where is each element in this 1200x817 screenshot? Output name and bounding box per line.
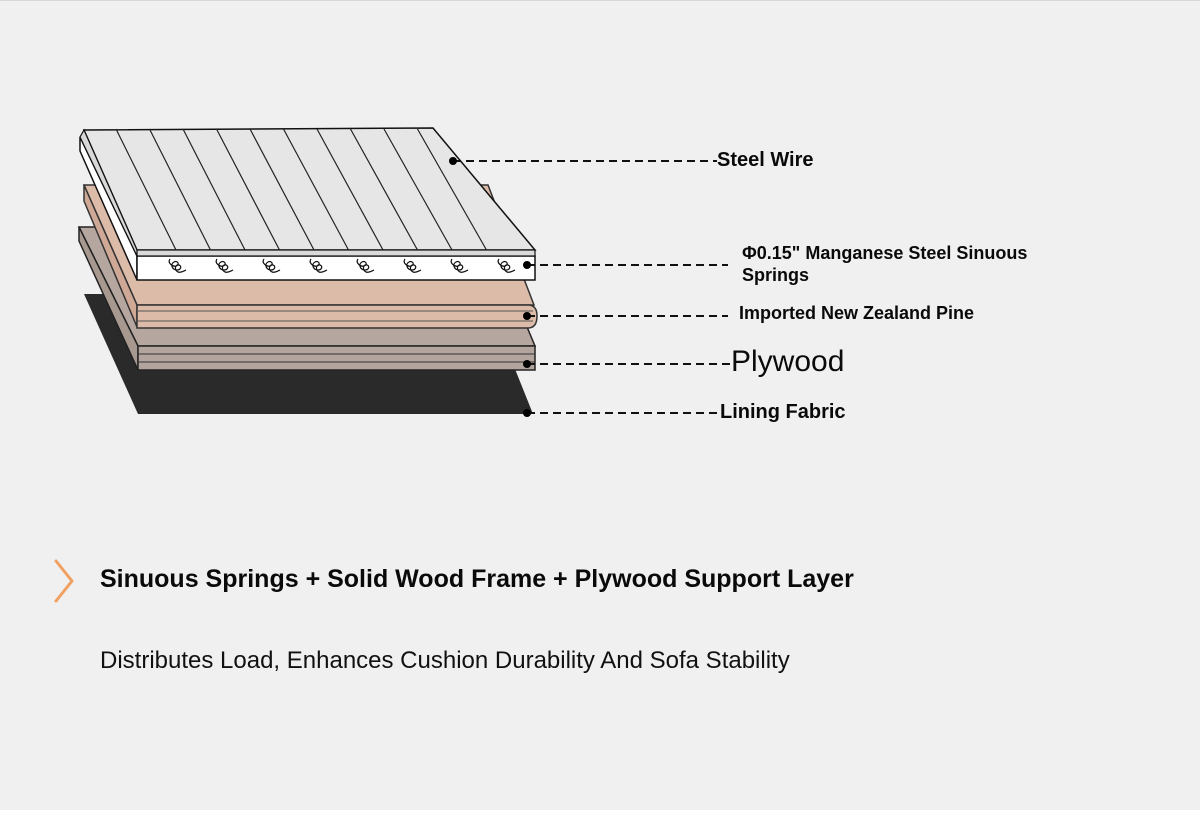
dot-steel-wire: [449, 157, 457, 165]
steel-wire-line: [316, 128, 384, 251]
feature-headline: Sinuous Springs + Solid Wood Frame + Ply…: [100, 565, 854, 593]
steel-wire-line: [215, 128, 281, 251]
leader-dots: [449, 157, 531, 417]
dot-springs: [523, 261, 531, 269]
spring-coil: [262, 258, 281, 273]
label-springs: Φ0.15" Manganese Steel Sinuous Springs: [742, 243, 1028, 285]
spring-coil: [450, 258, 469, 273]
steel-wire-line: [249, 128, 315, 251]
steel-wire-line: [349, 128, 419, 251]
spring-coil: [168, 258, 187, 273]
dot-fabric: [523, 409, 531, 417]
steel-wire-line: [115, 128, 177, 251]
spring-coil: [497, 258, 516, 273]
steel-wire-line: [282, 128, 350, 251]
label-pine: Imported New Zealand Pine: [739, 303, 975, 323]
layer-diagram: [77, 127, 731, 417]
chevron-right-icon: [54, 559, 74, 603]
leader-lines: [453, 160, 731, 414]
spring-coil: [309, 258, 328, 273]
label-steel-wire: Steel Wire: [717, 149, 814, 171]
spring-coil: [215, 258, 234, 273]
steel-wire-lines: [115, 128, 488, 251]
steel-wire-line: [148, 128, 212, 251]
label-plywood: Plywood: [731, 345, 845, 378]
spring-coil: [356, 258, 375, 273]
dot-plywood: [523, 360, 531, 368]
label-lining-fabric: Lining Fabric: [720, 401, 846, 423]
spring-coil: [403, 258, 422, 273]
steel-wire-layer: [79, 127, 537, 257]
steel-wire-line: [416, 128, 488, 251]
spring-coils: [168, 258, 516, 273]
dot-pine: [523, 312, 531, 320]
steel-wire-line: [383, 128, 453, 251]
steel-wire-line: [182, 128, 246, 251]
feature-description: Distributes Load, Enhances Cushion Durab…: [100, 647, 790, 674]
spring-layer: [79, 136, 536, 281]
